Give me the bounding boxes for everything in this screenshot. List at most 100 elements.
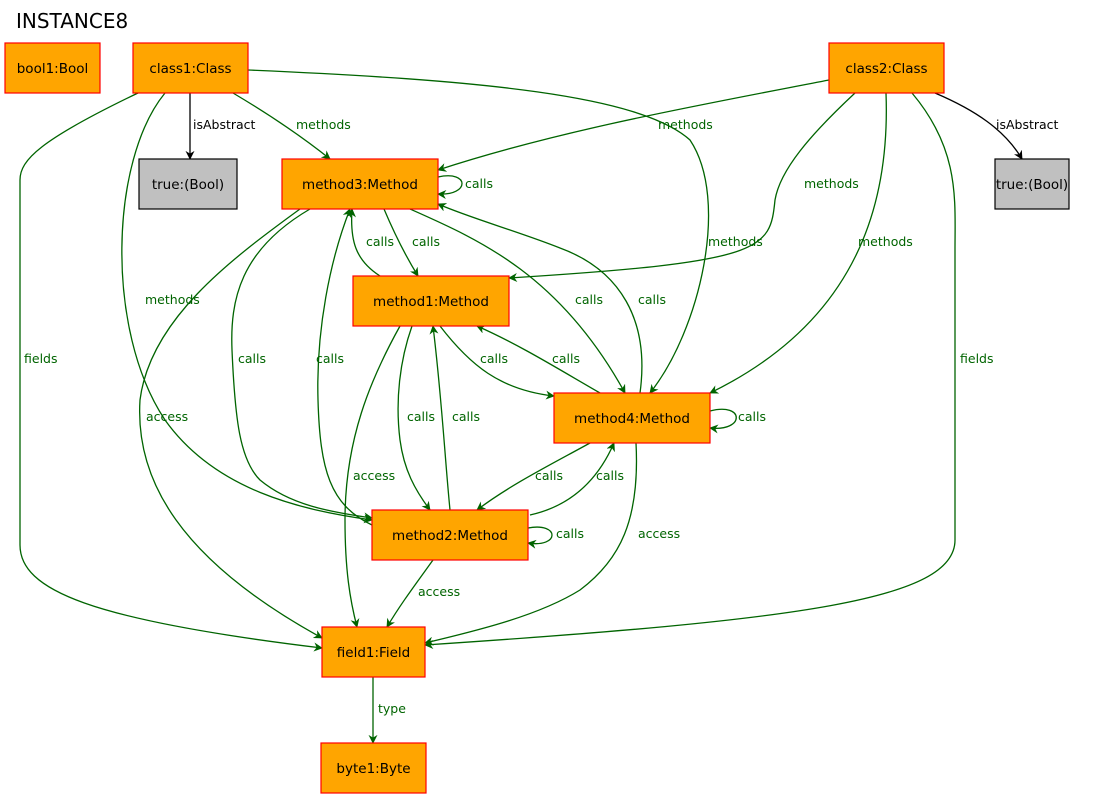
edge-label: calls [452,409,480,424]
node-true2[interactable]: true:(Bool) [994,158,1070,210]
node-label: class2:Class [845,61,927,77]
node-class2[interactable]: class2:Class [828,42,945,94]
edge-label: calls [316,351,344,366]
edge-label: calls [738,409,766,424]
edge-label: access [638,526,680,541]
edge-line [709,408,737,434]
edge-label: calls [465,176,493,191]
node-byte1[interactable]: byte1:Byte [320,742,427,794]
edge-line [138,208,323,639]
edge-m3-calls-m1: calls [383,208,440,277]
node-box [138,158,238,210]
node-label: method4:Method [574,411,690,427]
edge-line [437,203,643,394]
edge-c1-fields: fields [19,92,323,652]
edge-label: calls [575,292,603,307]
edge-label: fields [960,351,993,366]
node-method1[interactable]: method1:Method [352,275,510,327]
node-label: true:(Bool) [152,177,224,193]
edge-m1-calls-m2: calls [397,325,435,511]
edge-line [232,92,331,160]
edge-line [424,442,638,646]
edge-m4-access: access [424,442,680,646]
node-label: class1:Class [149,61,231,77]
edge-m4-calls-m3: calls [437,203,666,394]
node-label: field1:Field [337,645,410,661]
edge-m3-calls-m2: calls [231,208,373,522]
edge-m4-calls-m1: calls [476,325,601,394]
edge-line [424,92,956,649]
edge-line [231,208,373,522]
edge-m3-calls-m4: calls [409,208,626,394]
edge-label: access [418,584,460,599]
nodes-layer: bool1:Bool class1:Class class2:Class true:(… [4,42,1070,794]
node-label: method3:Method [302,177,418,193]
edge-c2-methods-m1: methods [508,92,859,282]
node-box [4,42,101,94]
edge-m3-calls-m3: calls [437,175,493,199]
edge-m1-calls-m4: calls [439,325,555,400]
edge-label: calls [412,234,440,249]
node-method4[interactable]: method4:Method [553,392,711,444]
node-bool1[interactable]: bool1:Bool [4,42,101,94]
node-field1[interactable]: field1:Field [321,626,426,678]
edge-label: calls [407,409,435,424]
edge-label: type [378,701,406,716]
edge-label: calls [556,526,584,541]
node-box [281,158,439,210]
edge-c1-isabstract: isAbstract [185,93,256,160]
node-method3[interactable]: method3:Method [281,158,439,210]
node-box [553,392,711,444]
edge-line [121,92,373,524]
node-box [371,509,529,561]
edge-c1-methods-m3: methods [232,92,351,160]
edge-label: methods [658,117,713,132]
edge-line [409,208,626,394]
node-label: method1:Method [373,294,489,310]
edge-m1-access: access [344,325,401,628]
edge-c1-methods-m2: methods [121,92,373,524]
edge-line [437,79,830,172]
edge-label: fields [24,351,57,366]
edge-m2-calls-m2: calls [527,526,584,549]
edge-line [527,526,553,549]
edge-label: methods [145,292,200,307]
edge-line [383,208,419,277]
edge-c2-methods-m3: methods [437,79,830,172]
node-box [132,42,249,94]
edge-c2-fields: fields [424,92,993,649]
edge-line [476,325,601,394]
edge-label: isAbstract [193,117,256,132]
edge-label: calls [552,351,580,366]
node-label: byte1:Byte [336,761,410,777]
node-class1[interactable]: class1:Class [132,42,249,94]
edge-c2-isabstract: isAbstract [934,92,1059,160]
edge-line [247,69,710,394]
edge-c2-methods-m4: methods [709,92,913,394]
edge-m2-calls-m1: calls [429,325,480,511]
edge-label: isAbstract [996,117,1059,132]
edge-line [709,92,887,394]
edge-m2-access: access [386,559,460,628]
edge-line [439,325,555,400]
node-box [994,158,1070,210]
edge-line [437,175,463,199]
edge-line [386,559,434,628]
edge-m1-calls-m3: calls [346,208,394,277]
edge-line [346,208,381,277]
node-label: true:(Bool) [996,177,1068,193]
node-box [320,742,427,794]
edge-label: access [146,409,188,424]
edge-line [317,208,373,526]
node-true1[interactable]: true:(Bool) [138,158,238,210]
node-label: bool1:Bool [17,61,89,77]
node-method2[interactable]: method2:Method [371,509,529,561]
node-box [352,275,510,327]
edge-label: calls [366,234,394,249]
edge-c1-methods-m4: methods [247,69,763,394]
edge-line [508,92,856,282]
node-label: method2:Method [392,528,508,544]
edge-line [476,442,591,511]
